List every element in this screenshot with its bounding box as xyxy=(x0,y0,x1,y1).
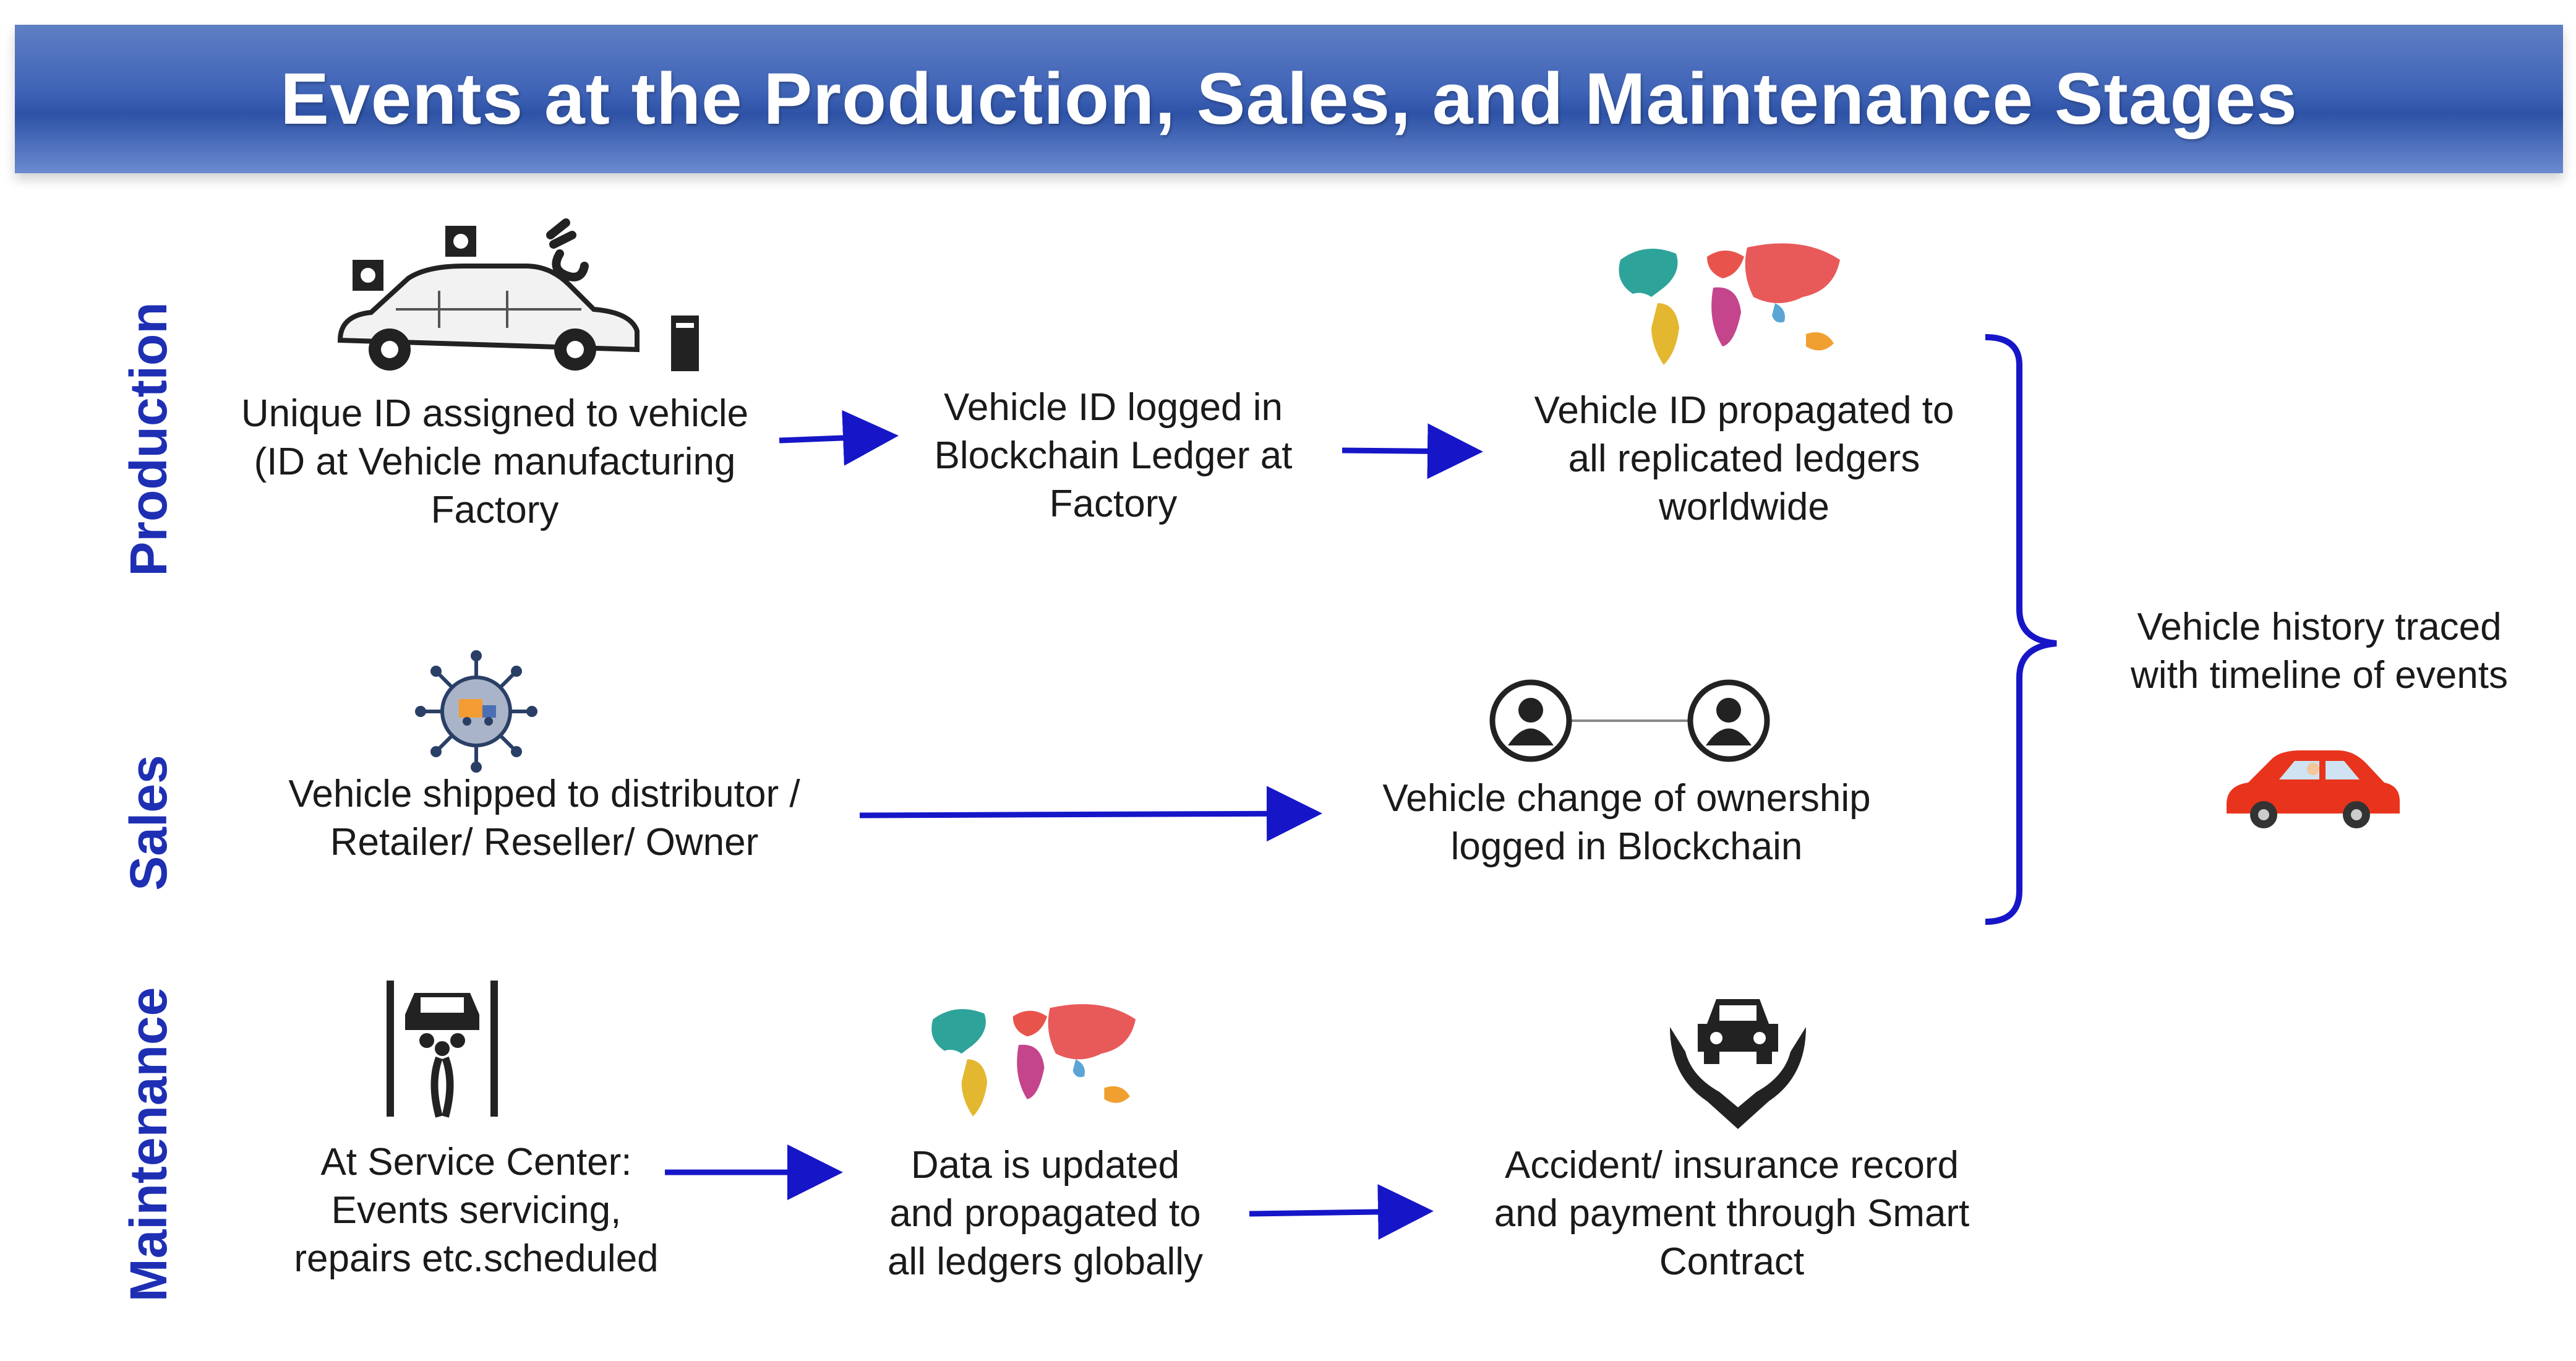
node-data-updated: Data is updated and propagated to all le… xyxy=(887,1144,1204,1283)
shipping-network-icon xyxy=(415,650,537,773)
page-title: Events at the Production, Sales, and Mai… xyxy=(280,58,2298,140)
arrow-prod-2-3 xyxy=(1341,423,1483,479)
world-map-icon xyxy=(931,1004,1136,1117)
node-accident-insurance: Accident/ insurance record and payment t… xyxy=(1494,1144,1970,1283)
connector-layer xyxy=(665,334,2057,1240)
insured-car-hands-icon xyxy=(1670,999,1806,1129)
node-history-traced: Vehicle history traced with timeline of … xyxy=(2131,606,2508,697)
ownership-users-icon xyxy=(1489,679,1770,762)
node-service-center: At Service Center: Events servicing, rep… xyxy=(294,1141,659,1280)
summary-bracket xyxy=(1985,334,2057,925)
service-lift-icon xyxy=(387,981,498,1118)
node-vehicle-shipped: Vehicle shipped to distributor / Retaile… xyxy=(288,773,800,864)
node-unique-id-assigned: Unique ID assigned to vehicle (ID at Veh… xyxy=(241,392,749,531)
world-map-icon xyxy=(1619,243,1840,365)
factory-car-icon xyxy=(337,218,699,371)
arrow-prod-1-2 xyxy=(779,410,899,466)
red-car-icon xyxy=(2227,750,2400,828)
arrow-sales-1-2 xyxy=(859,786,1322,842)
arrow-maint-2-3 xyxy=(1249,1184,1434,1240)
title-banner: Events at the Production, Sales, and Mai… xyxy=(15,25,2563,173)
node-id-logged-ledger: Vehicle ID logged in Blockchain Ledger a… xyxy=(934,386,1293,525)
node-ownership-change: Vehicle change of ownership logged in Bl… xyxy=(1382,777,1871,868)
node-id-propagated: Vehicle ID propagated to all replicated … xyxy=(1534,389,1954,528)
